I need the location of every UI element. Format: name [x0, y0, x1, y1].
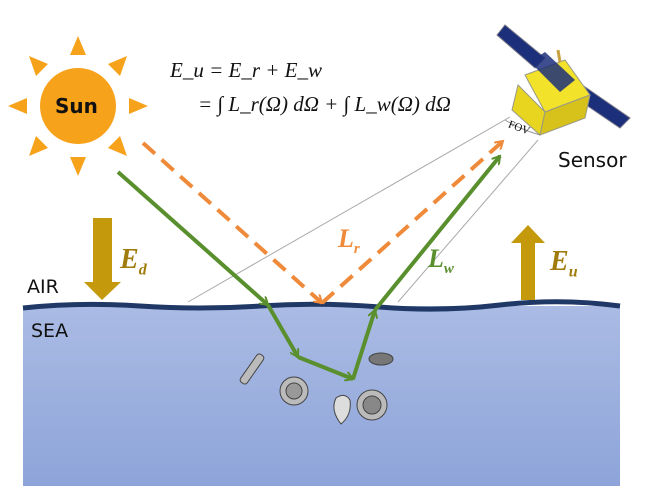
ed-symbol: E	[120, 244, 139, 275]
sensor-label: Sensor	[558, 148, 627, 172]
lw-symbol: L	[428, 244, 444, 273]
fov-line-left	[187, 116, 511, 303]
sun-label: Sun	[55, 94, 98, 118]
lw-label: Lw	[428, 244, 454, 278]
upwelling-irradiance-arrow	[511, 225, 545, 300]
reflected-radiance-path	[320, 139, 503, 305]
eu-label: Eu	[550, 246, 578, 282]
lr-symbol: L	[338, 224, 354, 253]
water-leaving-path	[116, 156, 502, 379]
sea-body	[23, 306, 620, 486]
ed-subscript: d	[138, 261, 147, 279]
ed-label: Ed	[120, 244, 147, 280]
fov-line-right	[397, 139, 539, 303]
fov-arc	[504, 119, 541, 136]
sun-icon	[8, 36, 148, 176]
lr-subscript: r	[353, 241, 360, 258]
sea-surface	[22, 299, 621, 312]
satellite-icon	[496, 24, 631, 136]
equation-line-1: E_u = E_r + E_w	[170, 58, 323, 82]
downwelling-irradiance-arrow	[84, 218, 121, 300]
eu-subscript: u	[568, 263, 578, 281]
lr-label: Lr	[338, 224, 360, 258]
sky-light-path	[141, 141, 322, 305]
lw-subscript: w	[443, 261, 454, 278]
air-label: AIR	[27, 276, 59, 298]
eu-symbol: E	[550, 246, 569, 277]
sea-label: SEA	[31, 320, 69, 342]
phytoplankton-icon	[239, 352, 394, 425]
equation-line-2: = ∫ L_r(Ω) dΩ + ∫ L_w(Ω) dΩ	[198, 92, 451, 116]
